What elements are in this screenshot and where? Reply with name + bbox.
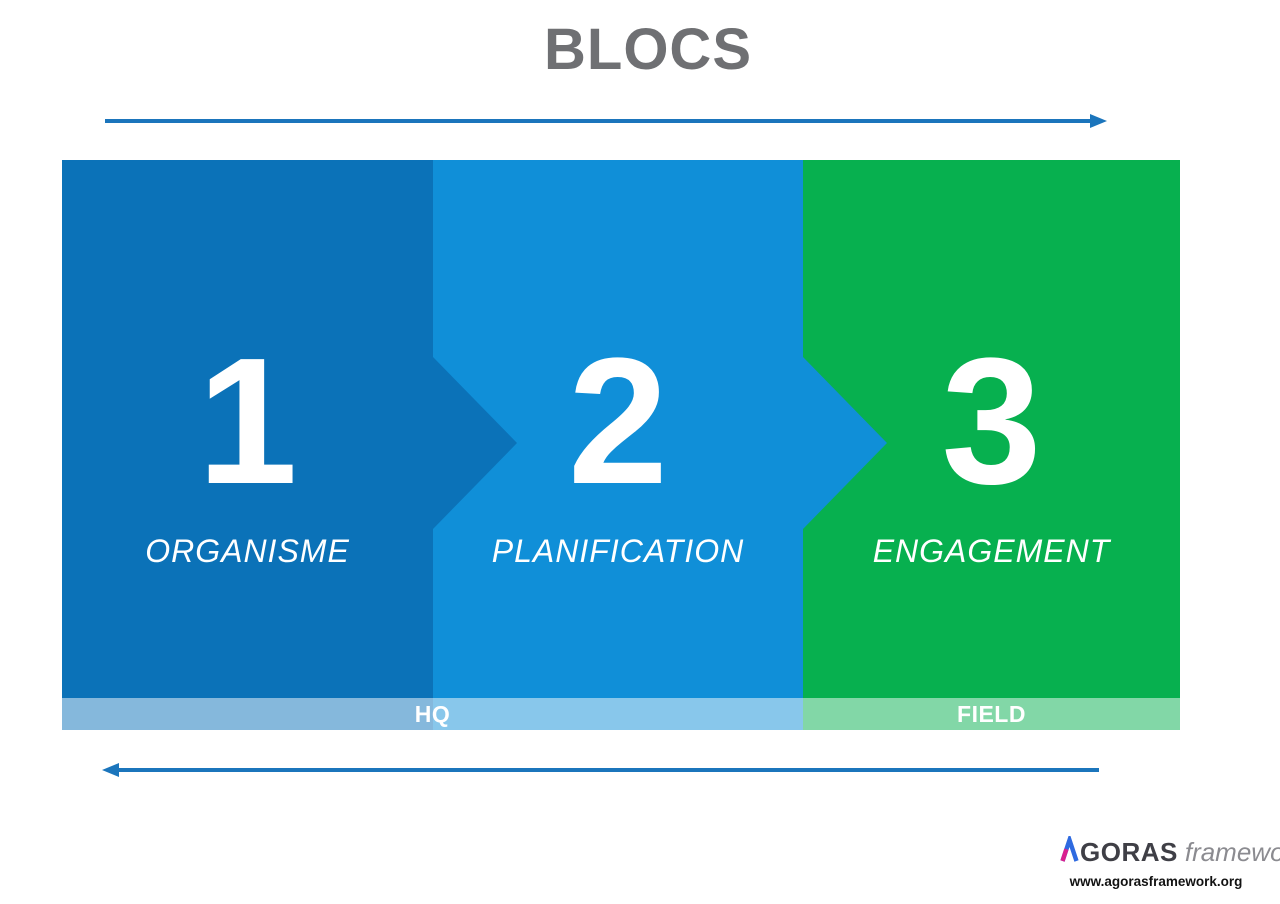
logo-framework-text: framework [1184,837,1280,867]
forward-flow-right-arrow-icon [105,114,1107,128]
agoras-logo: AGORASframework www.agorasframework.org [1058,836,1280,889]
field-band-segment [803,698,1180,730]
bloc-1-label: ORGANISME [145,533,350,569]
bloc-2-number: 2 [567,321,669,522]
field-band-label: FIELD [957,700,1026,727]
bloc-3-label: ENGAGEMENT [872,533,1111,569]
hq-band-label: HQ [414,700,451,727]
bloc-3: 3 ENGAGEMENT [803,160,1180,698]
bloc-3-number: 3 [941,321,1042,522]
bloc-2-chevron-icon [803,357,887,529]
bloc-1: 1 ORGANISME [62,160,433,698]
process-blocks: 1 ORGANISME 2 PLANIFICATION 3 ENGAGEMENT… [62,160,1180,730]
bloc-1-chevron-icon [433,357,517,529]
bloc-2-label: PLANIFICATION [491,533,745,569]
logo-brand-text: GORAS [1080,837,1178,867]
page-title: BLOCS [544,17,752,82]
logo-wordmark: AGORASframework [1058,836,1280,872]
hq-band-segment-1 [62,698,433,730]
logo-url: www.agorasframework.org [1069,874,1243,889]
hq-band-segment-2 [433,698,803,730]
bloc-2: 2 PLANIFICATION [433,160,803,698]
return-flow-left-arrow-icon [102,763,1099,777]
bloc-1-number: 1 [197,321,298,522]
logo-letter-a-icon [1060,836,1079,862]
